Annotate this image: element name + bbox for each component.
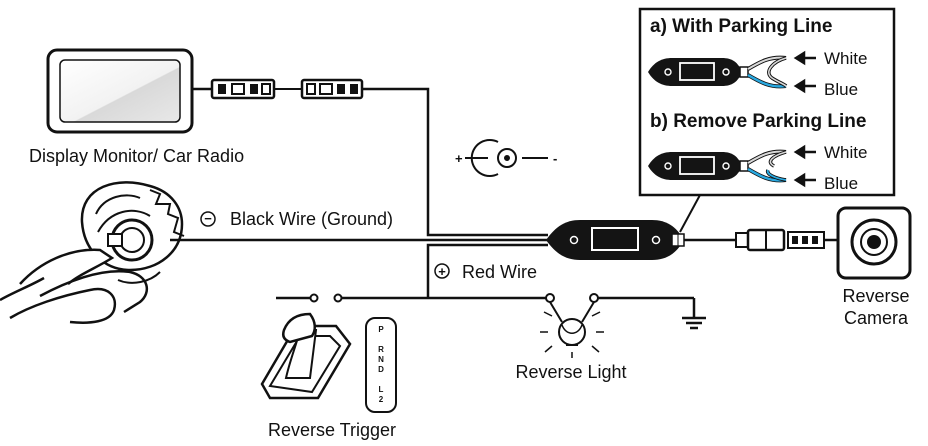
reverse-light-label: Reverse Light [515, 362, 626, 382]
reverse-camera [836, 206, 912, 280]
parking-line-inset: a) With Parking Line White Blue b) Remov… [638, 7, 896, 197]
reverse-camera-label-line1: Reverse [842, 286, 909, 306]
gear-position-indicator: P R N D L 2 [378, 325, 384, 404]
gear-d: D [378, 365, 384, 374]
plus-circle-icon [434, 263, 450, 279]
option-b-white-label: White [824, 143, 867, 162]
option-a-title: a) With Parking Line [650, 16, 832, 37]
option-a-blue-label: Blue [824, 80, 858, 99]
reverse-camera-label-line2: Camera [844, 308, 909, 328]
red-wire-annotation: + Red Wire [434, 262, 537, 282]
red-wire-sign: + [438, 264, 446, 279]
gear-l: L [379, 385, 384, 394]
gear-p: P [378, 325, 384, 334]
plus-sign: + [455, 151, 463, 166]
gear-n: N [378, 355, 384, 364]
reverse-light-bulb [540, 301, 604, 358]
inset-pointer-line [679, 194, 701, 233]
minus-circle-icon [200, 211, 216, 227]
black-wire-annotation: − Black Wire (Ground) [200, 209, 393, 229]
steering-column-illustration [0, 181, 185, 324]
control-box [546, 220, 685, 260]
option-a-module [648, 50, 816, 94]
black-wire-sign: − [204, 211, 212, 226]
dc-polarity-symbol: + - [455, 139, 557, 177]
display-monitor-label: Display Monitor/ Car Radio [29, 146, 244, 166]
red-wire-label: Red Wire [462, 262, 537, 282]
red-power-wire [426, 243, 548, 298]
monitor-connector [192, 78, 364, 100]
camera-connector [735, 228, 838, 252]
reverse-trigger-label: Reverse Trigger [268, 420, 396, 440]
option-b-title: b) Remove Parking Line [650, 111, 866, 132]
minus-sign: - [553, 151, 557, 166]
black-wire-label: Black Wire (Ground) [230, 209, 393, 229]
display-monitor [46, 48, 194, 134]
trigger-circuit-wire [276, 293, 706, 330]
gear-r: R [378, 345, 384, 354]
video-cable [362, 87, 548, 237]
option-b-module [648, 144, 816, 188]
gear-2: 2 [379, 395, 384, 404]
option-b-blue-label: Blue [824, 174, 858, 193]
option-a-white-label: White [824, 49, 867, 68]
gear-shifter-illustration [260, 312, 397, 413]
